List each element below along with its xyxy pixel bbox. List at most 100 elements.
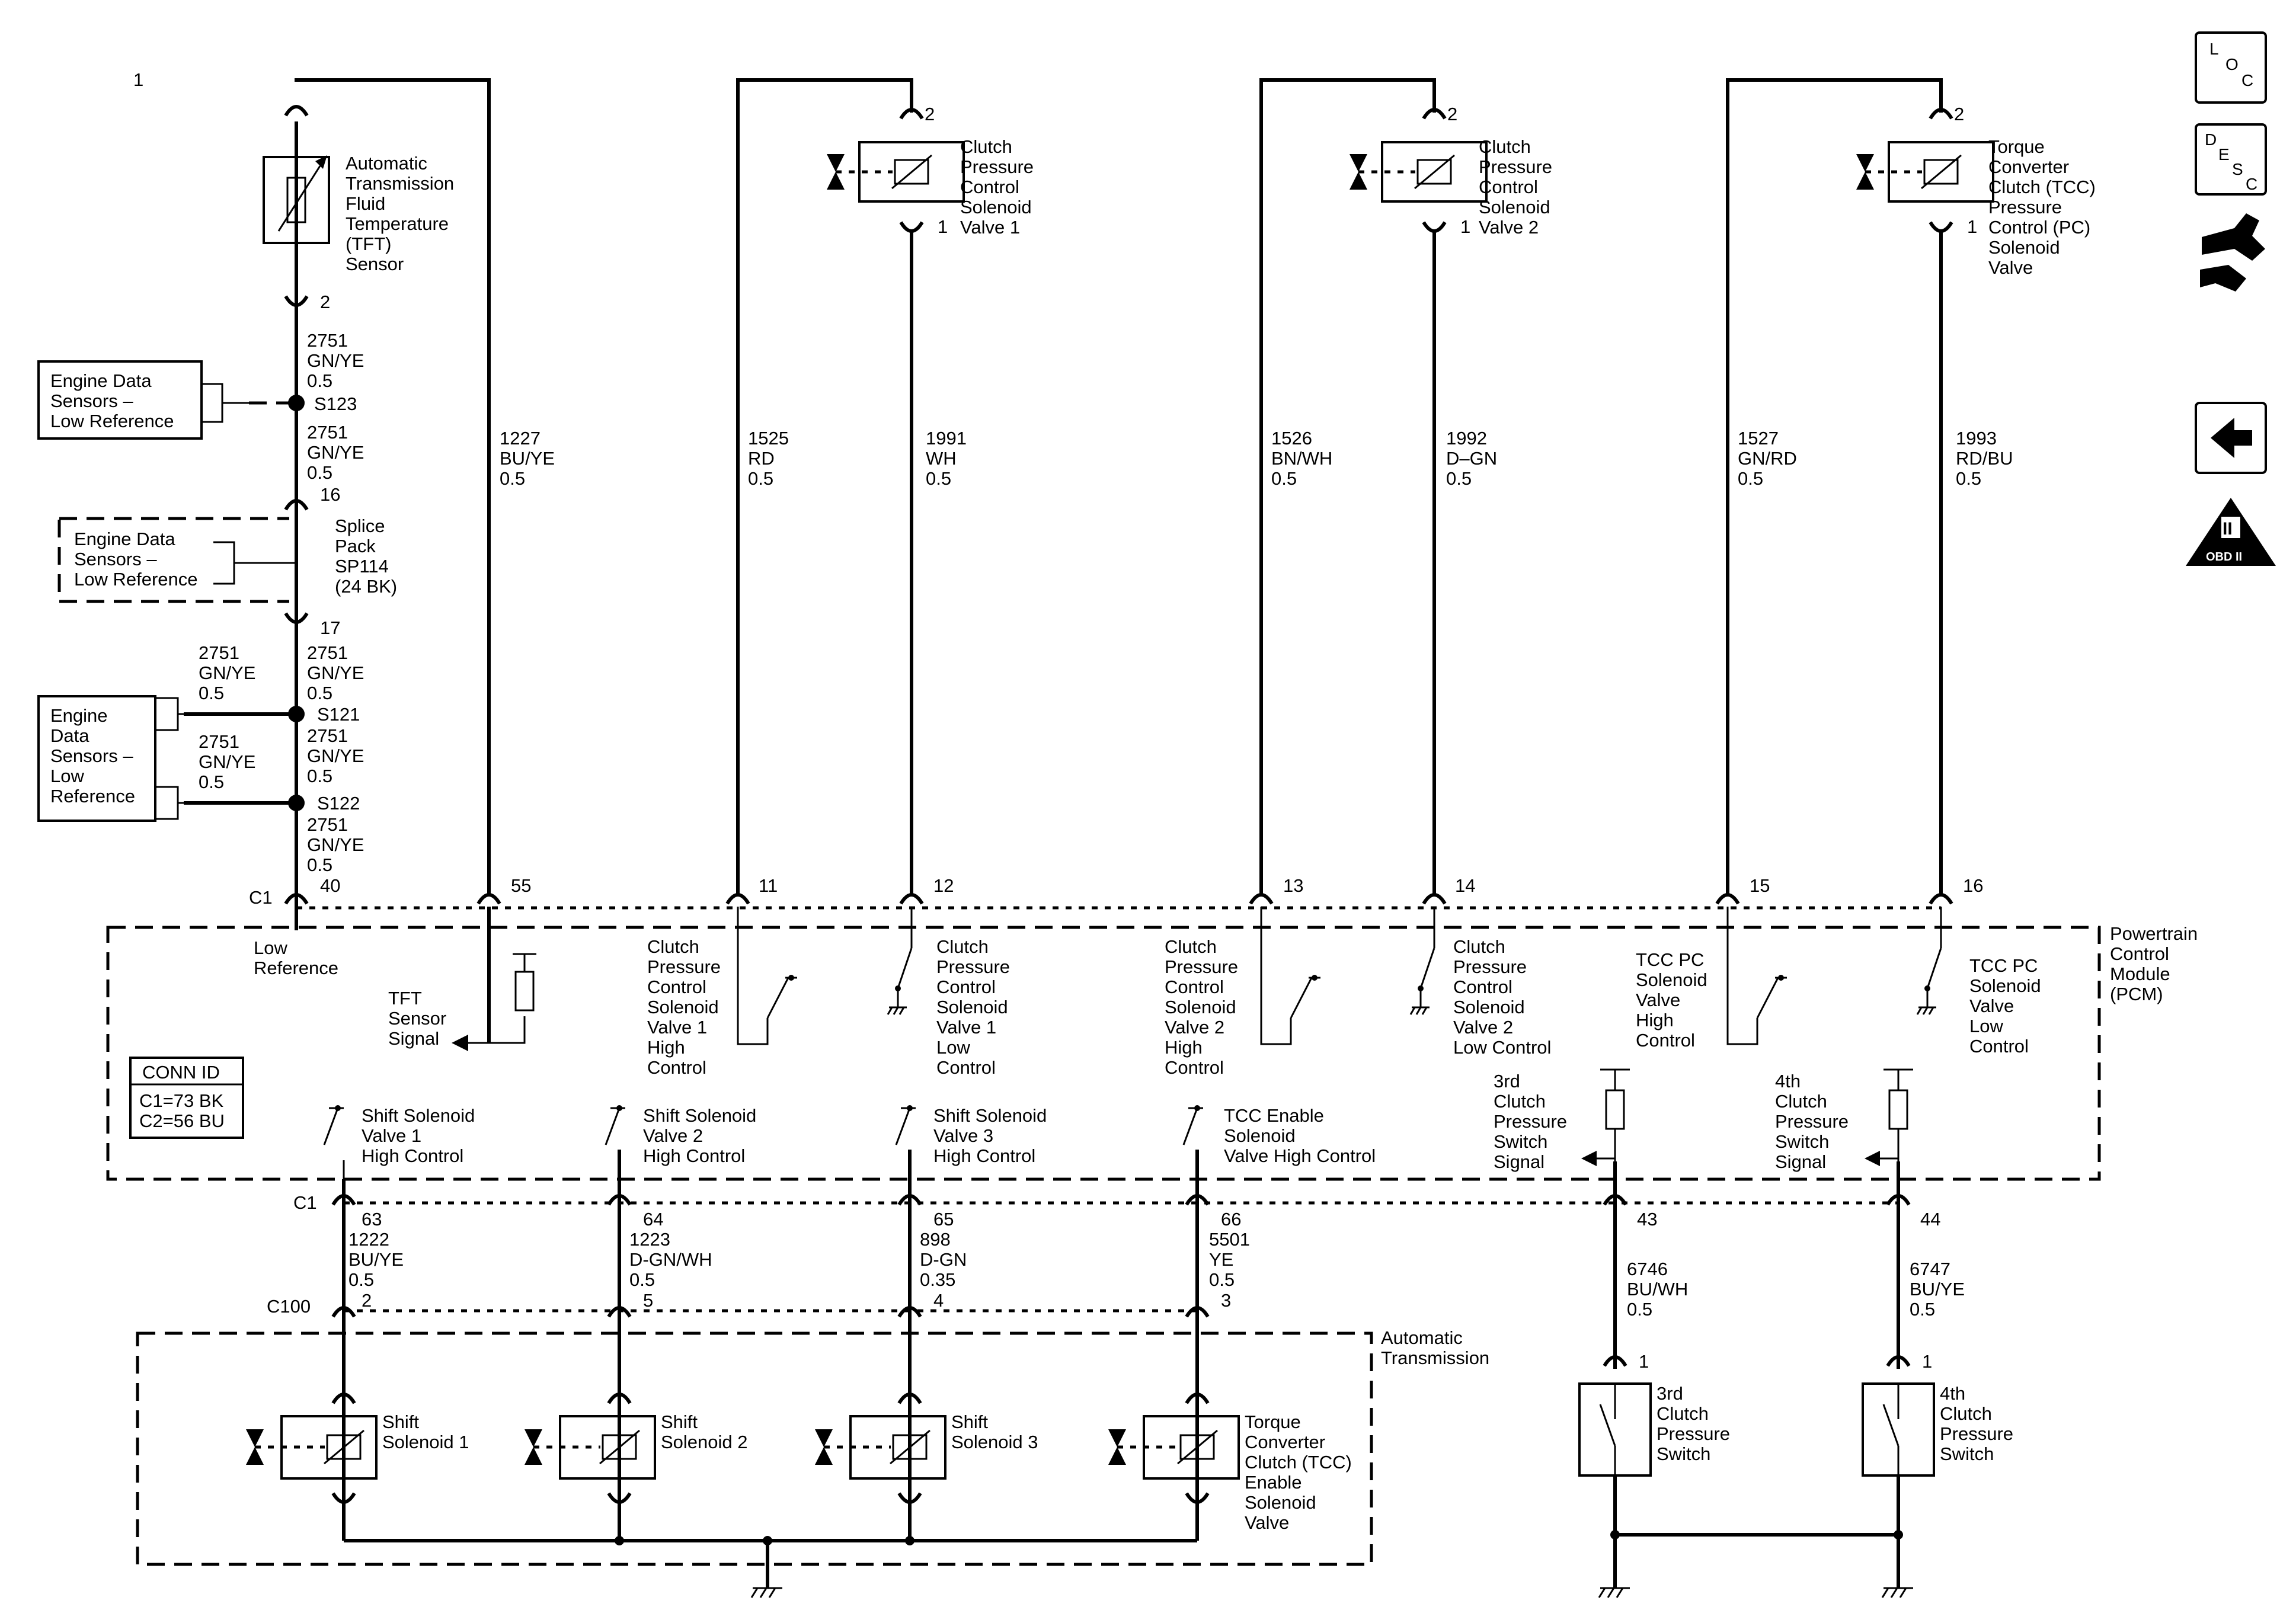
diagram-label: Splice: [335, 516, 385, 536]
diagram-label: Sensors –: [50, 391, 133, 411]
diagram-label: 0.5: [926, 468, 951, 489]
diagram-label: Solenoid: [1453, 997, 1525, 1017]
tft-label-2: Transmission: [346, 173, 454, 194]
diagram-label: Shift: [951, 1411, 988, 1432]
diagram-label: WH: [926, 448, 957, 469]
diagram-label: Solenoid: [1969, 975, 2041, 996]
diagram-label: 1526: [1271, 428, 1312, 449]
diagram-label: Pressure: [1494, 1111, 1567, 1132]
diagram-label: Enable: [1245, 1472, 1302, 1493]
diagram-label: Signal: [388, 1028, 439, 1049]
solenoid-tcc-pc: 2 1 Torque Converter Clutch (TCC) Pressu…: [1856, 104, 2096, 278]
shift-solenoid-1: Shift Solenoid 1: [246, 1393, 469, 1504]
connector-marks-upper: [284, 105, 1953, 624]
diagram-label: 2: [1447, 104, 1457, 124]
diagram-label: (PCM): [2110, 984, 2163, 1004]
diagram-label: C1: [249, 887, 273, 908]
tft-label-3: Fluid: [346, 193, 385, 214]
pcm-connector-c1-bottom: C1 63 64 65 66 43 44: [293, 1192, 1940, 1230]
automatic-transmission: Automatic Transmission Shift Solenoid 1 …: [136, 1327, 1489, 1598]
diagram-label: GN/YE: [199, 751, 255, 772]
diagram-label: High: [1636, 1010, 1674, 1030]
diagram-label: Converter: [1988, 156, 2069, 177]
diagram-label: 5501: [1209, 1229, 1250, 1250]
diagram-label: 1: [1967, 216, 1977, 237]
pressure-switch-3rd: 1 3rd Clutch Pressure Switch: [1578, 1351, 1730, 1598]
diagram-label: Control: [1479, 177, 1538, 197]
diagram-label: 63: [362, 1209, 382, 1230]
diagram-label: 55: [511, 875, 531, 896]
diagram-label: 0.5: [748, 468, 773, 489]
diagram-label: L: [2209, 40, 2219, 58]
wrench-connector-icon[interactable]: [2200, 213, 2265, 292]
diagram-label: S123: [314, 393, 357, 414]
diagram-label: 2751: [307, 642, 348, 663]
wire-labels-bottom: 1222 BU/YE 0.5 1223 D-GN/WH 0.5 898 D-GN…: [348, 1229, 1965, 1320]
diagram-label: 16: [320, 484, 340, 505]
solenoid-clutch-2: 2 1 Clutch Pressure Control Solenoid Val…: [1350, 104, 1552, 238]
diagram-label: 0.5: [199, 772, 224, 792]
diagram-label: 1525: [748, 428, 789, 449]
diagram-label: 0.5: [1738, 468, 1763, 489]
diagram-label: Clutch: [960, 136, 1012, 157]
diagram-label: 0.5: [629, 1269, 655, 1290]
diagram-label: Control: [1165, 977, 1224, 997]
diagram-label: 44: [1920, 1209, 1940, 1230]
upper-wires: [295, 78, 1943, 927]
diagram-label: Solenoid: [1165, 997, 1236, 1017]
tft-label-6: Sensor: [346, 254, 404, 274]
diagram-label: Control: [936, 1057, 996, 1078]
diagram-label: O: [2225, 55, 2239, 73]
sig-4th: 4th Clutch Pressure Switch Signal: [1775, 1068, 1913, 1172]
diagram-label: Pressure: [1479, 156, 1552, 177]
diagram-label: 1: [938, 216, 948, 237]
diagram-label: 1527: [1738, 428, 1779, 449]
diagram-label: 1227: [500, 428, 541, 449]
diagram-label: Control: [1636, 1030, 1695, 1051]
diagram-label: Solenoid: [1224, 1125, 1296, 1146]
diagram-label: S122: [317, 793, 360, 814]
diagram-label: Control: [647, 977, 706, 997]
connector-c100: C100 2 5 4 3: [267, 1290, 1231, 1318]
nav-desc-button[interactable]: D E S C: [2195, 123, 2267, 196]
wire-labels-top: 1227 BU/YE 0.5 1525 RD 0.5 1991 WH 0.5 1…: [500, 428, 2013, 489]
diagram-label: 0.35: [920, 1269, 955, 1290]
diagram-label: Solenoid: [1479, 197, 1550, 217]
diagram-label: 2751: [307, 330, 348, 351]
diagram-label: Pressure: [1165, 956, 1238, 977]
nav-loc-button[interactable]: L O C: [2195, 31, 2267, 104]
diagram-label: Sensor: [388, 1008, 446, 1029]
diagram-label: BU/YE: [1910, 1279, 1965, 1299]
diagram-label: 6746: [1627, 1259, 1668, 1279]
diagram-label: Valve High Control: [1224, 1145, 1376, 1166]
diagram-label: Data: [50, 725, 89, 746]
diagram-label: GN/YE: [307, 662, 364, 683]
diagram-label: BN/WH: [1271, 448, 1332, 469]
diagram-label: GN/RD: [1738, 448, 1797, 469]
diagram-label: Valve 2: [1453, 1017, 1513, 1038]
diagram-label: 898: [920, 1229, 951, 1250]
back-arrow-button[interactable]: [2195, 402, 2267, 474]
diagram-label: Low: [1969, 1016, 2003, 1036]
diagram-label: Control: [647, 1057, 706, 1078]
diagram-label: GN/YE: [307, 350, 364, 371]
diagram-label: 65: [933, 1209, 954, 1230]
obd-ii-button[interactable]: II OBD II: [2186, 498, 2276, 566]
diagram-label: 14: [1455, 875, 1475, 896]
diagram-label: Module: [2110, 964, 2170, 984]
diagram-label: Clutch: [1775, 1091, 1827, 1112]
diagram-label: High Control: [933, 1145, 1035, 1166]
diagram-label: Engine Data: [50, 370, 152, 391]
diagram-label: C100: [267, 1296, 311, 1317]
diagram-label: Solenoid 1: [382, 1432, 469, 1452]
diagram-label: 11: [759, 875, 778, 896]
pcm-connector-c1-top: C1 40 55 11 12 13 14 15 16: [249, 875, 1983, 910]
diagram-label: 3rd: [1494, 1071, 1520, 1092]
diagram-label: 4th: [1940, 1383, 1965, 1404]
diagram-label: Reference: [254, 958, 338, 978]
diagram-label: 2751: [307, 725, 348, 746]
diagram-label: Torque: [1245, 1411, 1301, 1432]
diagram-label: 43: [1637, 1209, 1657, 1230]
shift-ctrl-1: Shift Solenoid Valve 1 High Control: [323, 1105, 475, 1191]
diagram-label: RD/BU: [1956, 448, 2013, 469]
